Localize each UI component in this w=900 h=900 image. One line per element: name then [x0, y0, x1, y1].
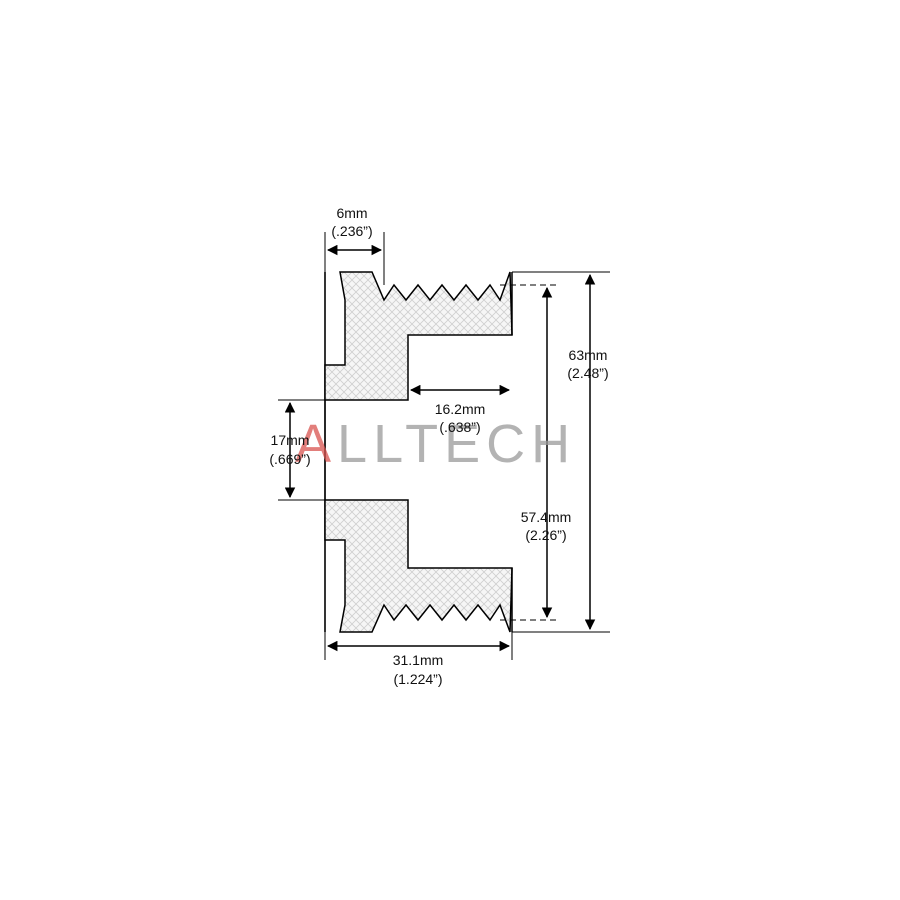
dimension-arrows [284, 244, 596, 652]
rib-diameter-in: (2.26”) [525, 527, 566, 543]
outer-diameter-in: (2.48”) [567, 365, 608, 381]
groove-width-in: (.236”) [331, 223, 372, 239]
overall-length-in: (1.224”) [393, 671, 442, 687]
watermark-accent-letter: A [295, 414, 337, 474]
groove-width-mm: 6mm [336, 205, 367, 221]
rib-diameter-mm: 57.4mm [521, 509, 572, 525]
pulley-section [324, 271, 513, 633]
dimension-labels: 6mm (.236”) 63mm (2.48”) 16.2mm (.638”) … [269, 205, 608, 687]
lower-flange [324, 499, 513, 633]
alltech-watermark: ALLTECH [295, 414, 576, 474]
overall-length-mm: 31.1mm [393, 652, 444, 668]
inner-depth-mm: 16.2mm [435, 401, 486, 417]
extension-lines [278, 232, 610, 660]
svg-text:ALLTECH: ALLTECH [295, 414, 576, 474]
bore-in: (.669”) [269, 451, 310, 467]
bore-mm: 17mm [271, 432, 310, 448]
upper-flange [324, 271, 513, 401]
inner-depth-in: (.638”) [439, 419, 480, 435]
outer-diameter-mm: 63mm [569, 347, 608, 363]
watermark-rest: LLTECH [337, 414, 576, 474]
